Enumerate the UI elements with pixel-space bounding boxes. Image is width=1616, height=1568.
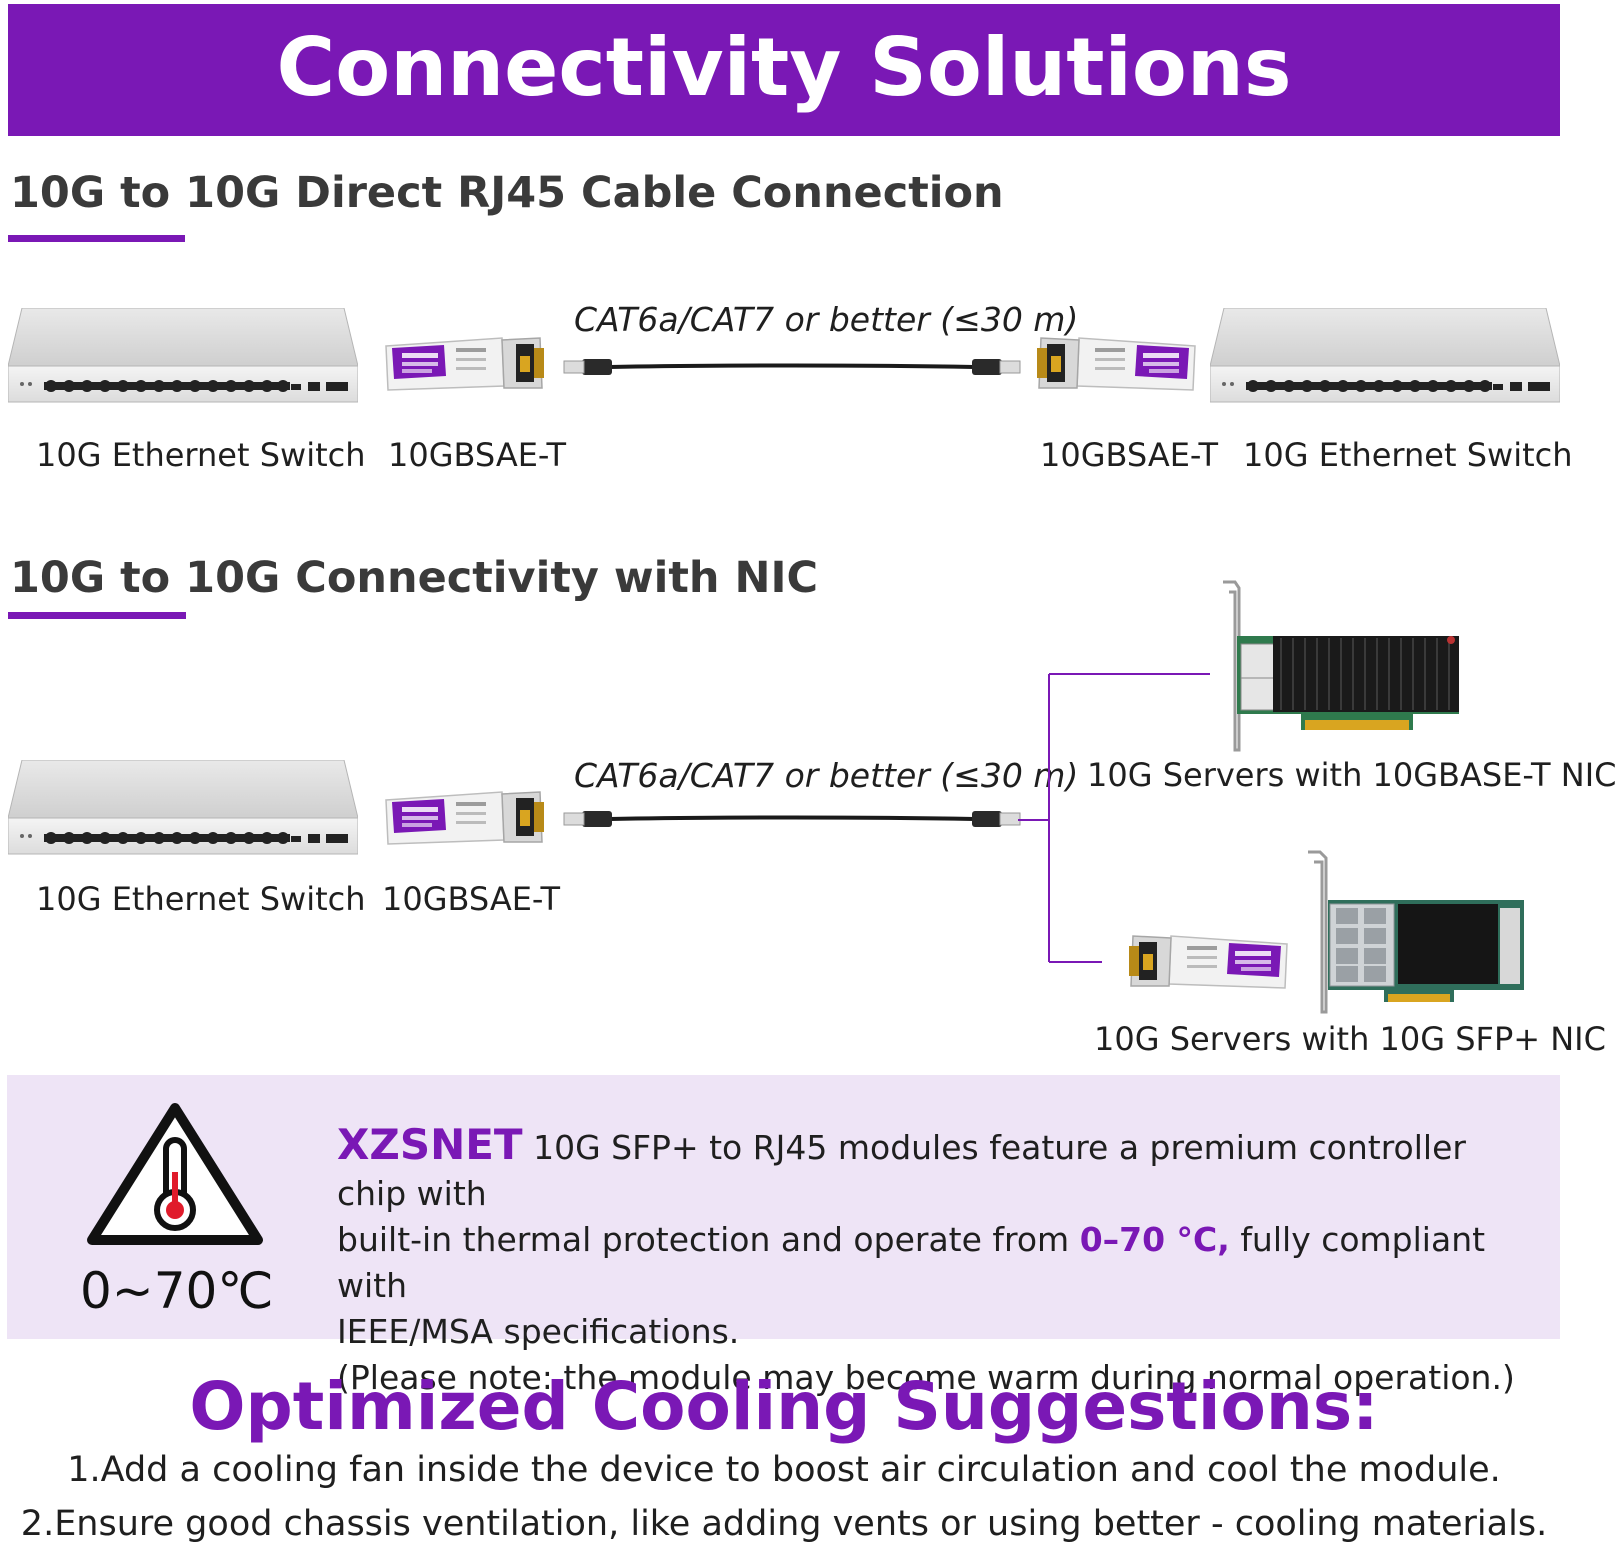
cooling-title: Optimized Cooling Suggestions: — [189, 1368, 1379, 1445]
section2-underline — [8, 612, 186, 619]
switch-left-image — [8, 308, 358, 403]
temperature-range-label: 0~70℃ — [80, 1262, 274, 1320]
section1-title: 10G to 10G Direct RJ45 Cable Connection — [10, 168, 1004, 218]
switch-right-image — [1210, 308, 1560, 403]
section1-cable-label: CAT6a/CAT7 or better (≤30 m) — [574, 300, 1079, 339]
switch-nic-section-label: 10G Ethernet Switch — [36, 880, 366, 918]
sfp-module-nic-section-image — [385, 791, 545, 845]
section2-cable-label: CAT6a/CAT7 or better (≤30 m) — [574, 756, 1079, 795]
note-line2-post: fully compliant with — [337, 1220, 1486, 1305]
thermal-note-text: XZSNET 10G SFP+ to RJ45 modules feature … — [337, 1122, 1537, 1401]
sfp-module-right-image — [1034, 334, 1199, 394]
note-temp-range: 0–70 °C, — [1079, 1220, 1230, 1259]
sfp-right-label: 10GBSAE-T — [1040, 436, 1219, 474]
branch-connector-lines — [1018, 673, 1210, 963]
switch-nic-section-image — [8, 760, 358, 855]
rj45-cable-image — [562, 357, 1022, 377]
rj45-cable-nic-image — [562, 809, 1022, 829]
10gbase-t-nic-card-image — [1223, 580, 1459, 752]
page-title: Connectivity Solutions — [276, 21, 1292, 114]
cooling-tip-1: 1.Add a cooling fan inside the device to… — [67, 1450, 1501, 1490]
section2-title: 10G to 10G Connectivity with NIC — [10, 553, 819, 603]
sfp-plus-nic-card-image — [1308, 850, 1524, 1014]
note-line2-pre: built-in thermal protection and operate … — [337, 1220, 1080, 1259]
server1-label: 10G Servers with 10GBASE-T NIC — [1087, 756, 1616, 794]
thermal-note-panel — [7, 1075, 1560, 1339]
switch-left-label: 10G Ethernet Switch — [36, 436, 366, 474]
note-line1: 10G SFP+ to RJ45 modules feature a premi… — [337, 1128, 1466, 1213]
note-line4: (Please note: the module may become warm… — [337, 1358, 1515, 1397]
thermometer-warning-icon — [87, 1103, 263, 1245]
note-line3: IEEE/MSA specifications. — [337, 1312, 740, 1351]
server2-label: 10G Servers with 10G SFP+ NIC — [1094, 1020, 1606, 1058]
sfp-nic-section-label: 10GBSAE-T — [382, 880, 561, 918]
cooling-tip-2: 2.Ensure good chassis ventilation, like … — [20, 1504, 1548, 1544]
header-banner: Connectivity Solutions — [8, 4, 1560, 136]
section1-underline — [8, 235, 185, 242]
brand-name: XZSNET — [337, 1120, 523, 1169]
sfp-module-left-image — [385, 337, 545, 391]
sfp-module-server-image — [1126, 932, 1291, 992]
switch-right-label: 10G Ethernet Switch — [1243, 436, 1573, 474]
sfp-left-label: 10GBSAE-T — [388, 436, 567, 474]
